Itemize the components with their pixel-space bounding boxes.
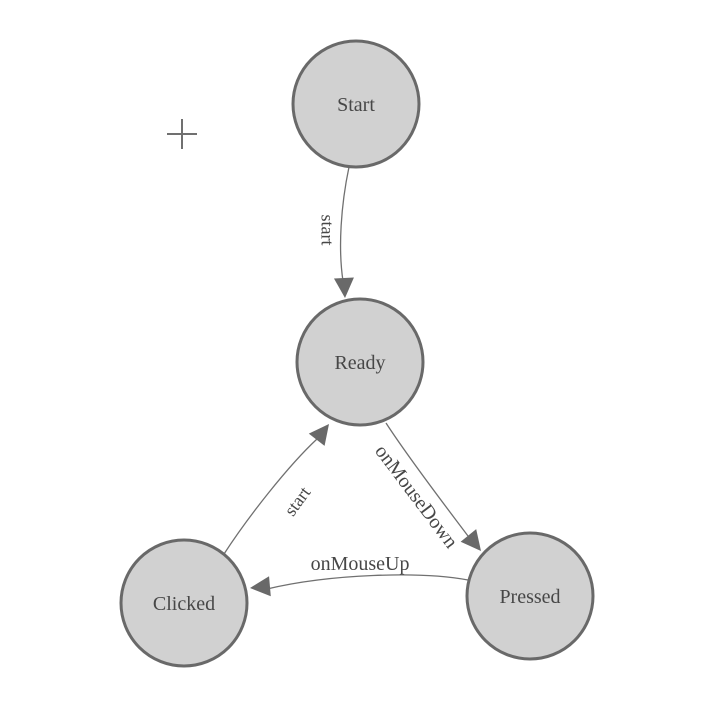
arrowhead-clicked-to-ready (308, 424, 329, 446)
edge-path-start-to-ready[interactable] (339, 166, 350, 282)
edge-label-pressed-to-clicked: onMouseUp (311, 553, 410, 575)
state-node-pressed[interactable]: Pressed (465, 531, 595, 661)
arrowhead-pressed-to-clicked (250, 576, 271, 597)
state-label-pressed: Pressed (499, 586, 560, 608)
edge-label-start-to-ready: start (318, 215, 338, 246)
state-label-clicked: Clicked (153, 593, 215, 615)
edge-start-to-ready: start (318, 166, 354, 298)
edge-label-ready-to-pressed: onMouseDown (370, 441, 462, 553)
state-circle-clicked (119, 538, 249, 668)
state-node-ready[interactable]: Ready (295, 297, 425, 427)
arrowhead-start-to-ready (333, 277, 354, 298)
edge-pressed-to-clicked: onMouseUp (250, 553, 469, 597)
edge-path-ready-to-pressed[interactable] (385, 422, 469, 537)
state-circle-ready (295, 297, 425, 427)
edge-path-pressed-to-clicked[interactable] (266, 574, 469, 590)
edge-path-clicked-to-ready[interactable] (223, 438, 318, 555)
state-node-clicked[interactable]: Clicked (119, 538, 249, 668)
arrowhead-ready-to-pressed (460, 529, 481, 551)
state-label-start: Start (337, 94, 375, 116)
state-node-start[interactable]: Start (291, 39, 421, 169)
state-circle-start (291, 39, 421, 169)
crosshair-cursor-icon (167, 119, 197, 149)
edge-clicked-to-ready: start (223, 424, 329, 555)
edge-label-clicked-to-ready: start (280, 483, 314, 520)
edge-ready-to-pressed: onMouseDown (370, 422, 481, 553)
state-label-ready: Ready (334, 352, 385, 374)
state-circle-pressed (465, 531, 595, 661)
